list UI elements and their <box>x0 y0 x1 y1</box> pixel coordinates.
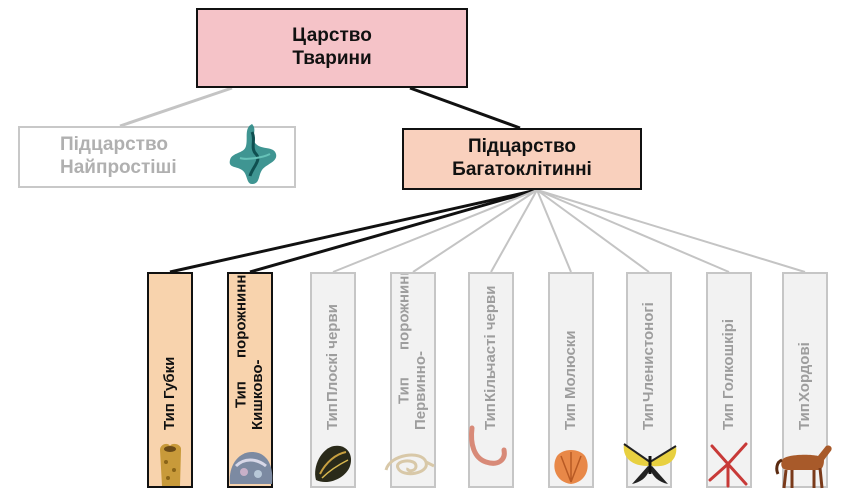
subkingdom-multicellular-line1: Підцарство <box>468 136 576 158</box>
connector-echinoderms <box>536 189 730 273</box>
phylum-cnidarians-line2: порожнинні <box>232 272 250 359</box>
phylum-molluscs-line1: Тип Молюски <box>561 330 579 430</box>
subkingdom-multicellular-line2: Багатоклітинні <box>452 159 592 180</box>
phylum-cnidarians-line1: Тип Кишково- <box>232 359 267 430</box>
starfish-icon <box>708 442 748 488</box>
phylum-arthropods-line1: Тип <box>639 403 657 430</box>
horse-icon <box>775 445 832 489</box>
phylum-box-roundworms: Тип Первинно- порожнинні <box>390 272 436 488</box>
roundworm-icon <box>384 453 435 476</box>
connector-annelids <box>490 189 538 273</box>
phylum-roundworms-line2: порожнинні <box>395 272 413 350</box>
connector-sponges <box>169 188 538 274</box>
phylum-sponges-line1: Тип Губки <box>160 356 178 430</box>
connector-kingdom-protozoa <box>119 86 233 128</box>
coral-icon <box>229 452 273 484</box>
kingdom-box: Царство Тварини <box>196 8 468 88</box>
flatworm-icon <box>315 445 352 483</box>
phylum-flatworms-line2: Плоскі черви <box>323 304 341 403</box>
subkingdom-protozoa-line2: Найпростіші <box>60 157 177 178</box>
earthworm-icon <box>469 425 507 466</box>
connector-cnidarians <box>249 188 538 274</box>
kingdom-line2: Тварини <box>292 48 372 69</box>
subkingdom-multicellular-box: Підцарство Багатоклітинні <box>402 128 642 190</box>
connector-kingdom-multicellular <box>409 86 521 130</box>
phylum-arthropods-line2: Членистоногі <box>639 302 657 403</box>
phylum-box-chordates: Тип Хордові <box>782 272 828 488</box>
subkingdom-protozoa-box: Підцарство Найпростіші <box>18 124 296 188</box>
phylum-echinoderms-line1: Тип Голкошкірі <box>719 318 737 430</box>
connector-arthropods <box>536 189 650 273</box>
connector-chordates <box>536 189 806 273</box>
connector-flatworms <box>332 189 538 273</box>
connector-roundworms <box>412 189 538 273</box>
butterfly-icon <box>623 443 677 484</box>
kingdom-line1: Царство <box>292 25 372 47</box>
phylum-chordates-line1: Тип <box>795 403 813 430</box>
phylum-flatworms-line1: Тип <box>323 403 341 430</box>
phylum-annelids-line2: Кільчасті черви <box>481 285 499 403</box>
phylum-box-cnidarians: Тип Кишково- порожнинні <box>227 272 273 488</box>
phylum-chordates-line2: Хордові <box>795 342 813 403</box>
protozoa-icon <box>229 124 277 184</box>
connector-molluscs <box>536 189 572 273</box>
phylum-roundworms-line1: Тип Первинно- <box>395 350 430 430</box>
shell-icon <box>554 450 588 484</box>
sponge-icon <box>160 443 182 486</box>
subkingdom-protozoa-line1: Підцарство <box>60 134 168 156</box>
